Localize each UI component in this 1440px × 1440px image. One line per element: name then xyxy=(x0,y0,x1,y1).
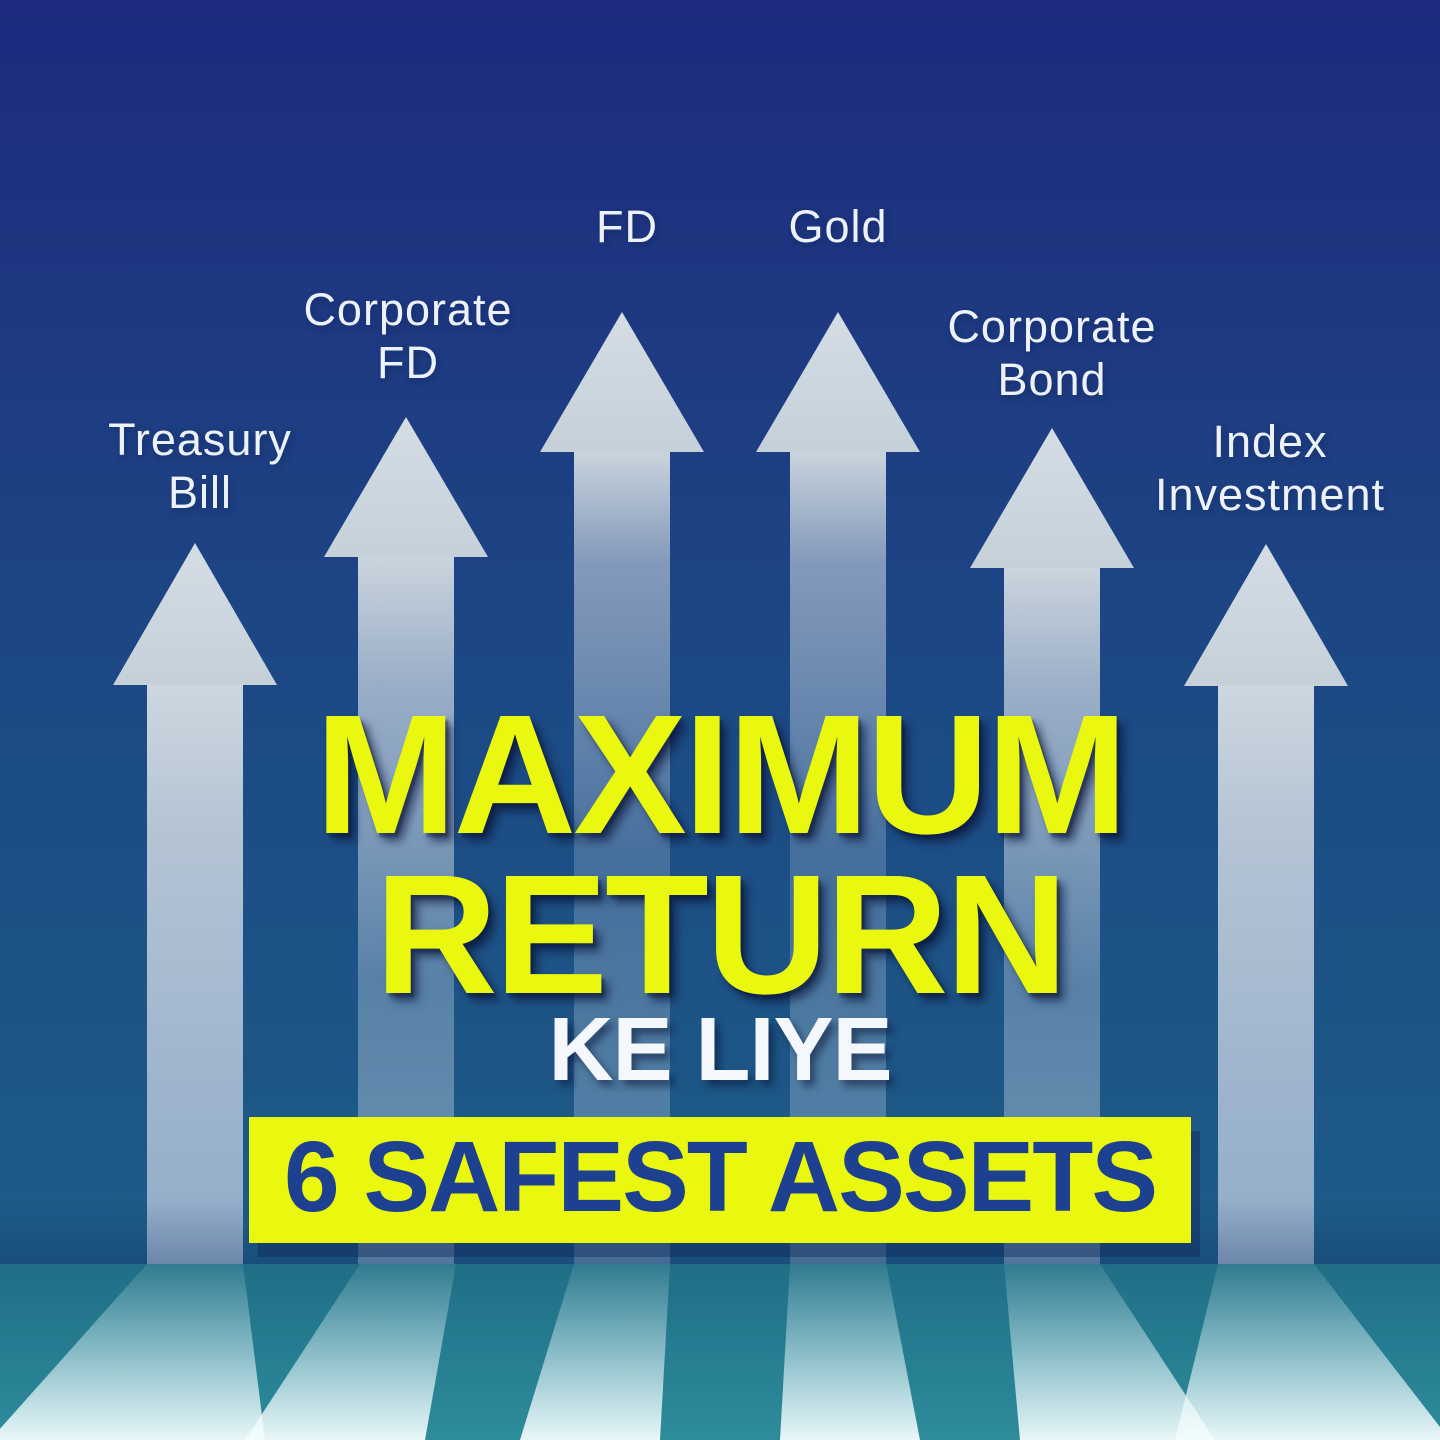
banner-text: 6 SAFEST ASSETS xyxy=(283,1121,1158,1233)
arrow-treasury-bill xyxy=(113,543,277,1264)
arrow-index-investment xyxy=(1184,544,1348,1264)
headline-line2: RETURN xyxy=(374,840,1068,1030)
banner: 6 SAFEST ASSETS xyxy=(249,1117,1191,1243)
label-gold: Gold xyxy=(788,201,888,252)
label-fd: FD xyxy=(596,201,658,252)
headline-line1: MAXIMUM xyxy=(315,680,1128,870)
label-index-investment: Index Investment xyxy=(1154,416,1386,520)
label-treasury-bill: Treasury Bill xyxy=(108,414,292,518)
label-corporate-fd: Corporate FD xyxy=(303,284,513,388)
floor-rays xyxy=(0,1264,1440,1440)
label-corporate-bond: Corporate Bond xyxy=(947,301,1157,405)
subtitle: KE LIYE xyxy=(548,1000,892,1100)
